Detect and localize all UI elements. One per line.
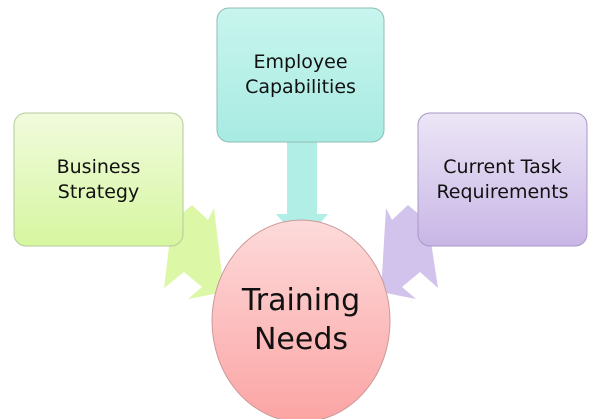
- label-line: Strategy: [57, 180, 140, 203]
- label-line: Current Task: [443, 155, 562, 178]
- label-line: Business: [56, 155, 141, 178]
- label-line: Employee: [253, 51, 348, 74]
- arrow-employee-shaft: [287, 140, 317, 218]
- label-line: Capabilities: [245, 76, 356, 98]
- label-line: Requirements: [436, 180, 569, 203]
- box-business-strategy: [13, 112, 184, 247]
- label-line: Needs: [253, 322, 349, 357]
- label-line: Training: [241, 283, 361, 318]
- circle-training-needs: [211, 219, 391, 419]
- box-employee-capabilities: [216, 7, 385, 143]
- box-current-task-requirements: [417, 112, 588, 247]
